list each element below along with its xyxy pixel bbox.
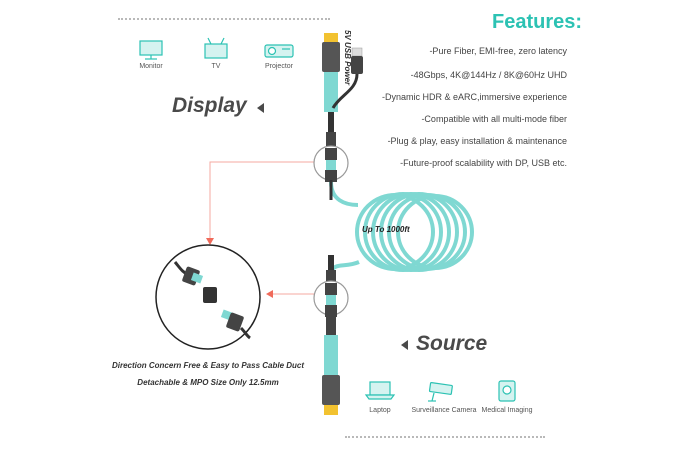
usb-power-connector (331, 47, 363, 109)
features-title: Features: (492, 11, 583, 33)
bottom-dotted-rule (345, 436, 545, 438)
monitor-icon (139, 40, 163, 60)
source-label: Source (416, 332, 488, 355)
feature-item: -Compatible with all multi-mode fiber (421, 114, 567, 124)
hdmi-connector-display (322, 33, 340, 112)
mpo-detail-magnifier (155, 244, 261, 350)
projector-icon (264, 44, 294, 58)
guide-arrow-bottom (266, 290, 273, 298)
feature-item: -Plug & play, easy installation & mainte… (387, 136, 567, 146)
cable-coil (355, 192, 474, 272)
hdmi-connector-source (322, 335, 340, 415)
device-label-surveillance-camera: Surveillance Camera (411, 407, 477, 414)
cable-length-label: Up To 1000ft (362, 225, 410, 234)
medical-imaging-icon (498, 380, 516, 402)
display-label: Display (172, 94, 247, 117)
feature-item: -Pure Fiber, EMI-free, zero latency (429, 46, 567, 56)
tv-icon (204, 37, 228, 59)
caption-line-2: Detachable & MPO Size Only 12.5mm (137, 378, 279, 387)
display-pointer-icon (257, 103, 264, 113)
device-label-projector: Projector (264, 63, 293, 70)
laptop-icon (364, 381, 396, 400)
device-label-medical-imaging: Medical Imaging (481, 407, 533, 414)
device-label-monitor: Monitor (139, 63, 163, 70)
device-label-tv: TV (211, 63, 221, 70)
guide-arrow-top (206, 238, 214, 245)
device-label-laptop: Laptop (369, 407, 391, 414)
surveillance-camera-icon (428, 382, 453, 402)
feature-item: -Dynamic HDR & eARC,immersive experience (381, 92, 567, 102)
caption-line-1: Direction Concern Free & Easy to Pass Ca… (111, 361, 305, 370)
guide-line-top (209, 161, 330, 240)
usb-power-label: 5V USB Power (343, 30, 352, 86)
source-pointer-icon (401, 340, 408, 350)
top-dotted-rule (118, 18, 330, 20)
feature-item: -48Gbps, 4K@144Hz / 8K@60Hz UHD (410, 70, 567, 80)
feature-item: -Future-proof scalability with DP, USB e… (400, 158, 567, 168)
